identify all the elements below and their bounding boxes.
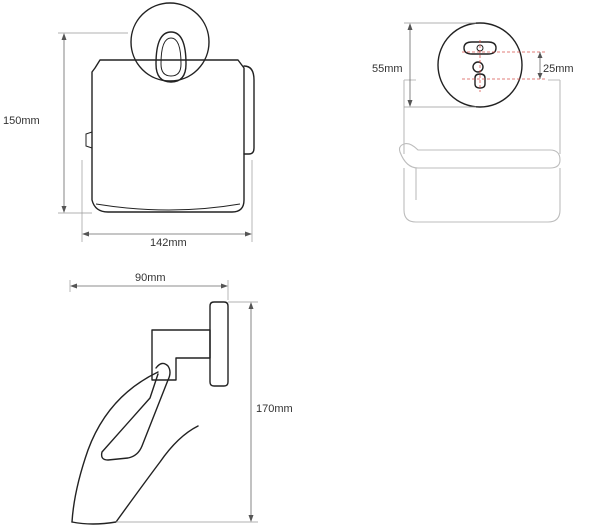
back-slot-bottom (474, 73, 486, 89)
front-rosette (130, 2, 210, 82)
front-cover (91, 59, 245, 213)
dim-170-label: 170mm (256, 403, 293, 415)
side-wall-plate (209, 301, 229, 387)
side-view: 90mm 170mm (69, 272, 293, 525)
side-cover-lower (71, 425, 199, 525)
dim-55-label: 55mm (372, 63, 403, 75)
front-view: 150mm 142mm (3, 2, 255, 249)
back-center-hole (472, 61, 484, 73)
front-slot-inner (160, 37, 182, 77)
back-ghost-cover (403, 80, 561, 223)
front-stub (85, 131, 93, 149)
side-hook (100, 362, 171, 461)
back-rosette (437, 22, 523, 108)
dim-25-label: 25mm (543, 63, 574, 75)
back-ghost-arm (398, 143, 561, 169)
back-slot-top (463, 41, 497, 55)
front-arm (243, 65, 255, 155)
side-cover (71, 371, 159, 523)
dim-142-label: 142mm (150, 237, 187, 249)
side-block (151, 329, 211, 381)
dim-150-label: 150mm (3, 115, 40, 127)
dim-90-label: 90mm (135, 272, 166, 284)
front-bottom-edge (95, 203, 241, 211)
front-slot (155, 31, 187, 83)
back-view: 55mm 25mm (372, 22, 574, 223)
